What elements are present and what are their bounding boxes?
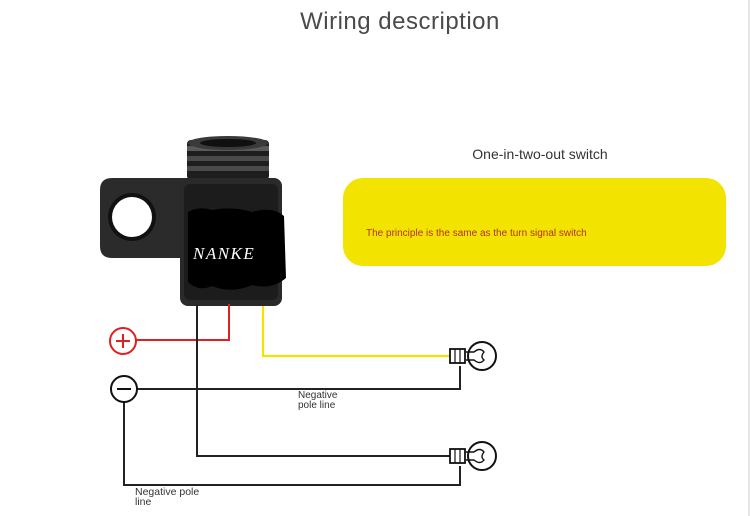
- negative-pole-label: Negative pole line: [135, 486, 200, 508]
- switch-body: [180, 178, 286, 306]
- page-title: Wiring description: [300, 8, 500, 35]
- negative-wire-lower: [123, 402, 461, 486]
- negative-pole-label: Negative pole line: [298, 390, 338, 411]
- negative-wire-upper: [136, 366, 461, 390]
- mounting-bracket: [100, 178, 190, 258]
- negative-terminal-icon: [110, 375, 138, 403]
- note-panel: The principle is the same as the turn si…: [343, 178, 726, 266]
- positive-wire: [136, 304, 230, 341]
- lamp-bulb-icon: [449, 341, 497, 371]
- threaded-neck: [187, 136, 269, 180]
- positive-terminal-icon: [109, 327, 137, 355]
- page-edge: [748, 0, 750, 516]
- note-text: The principle is the same as the turn si…: [366, 228, 587, 239]
- signal-wire: [261, 306, 450, 358]
- switch-type-label: One-in-two-out switch: [472, 146, 608, 162]
- lamp-bulb-icon: [449, 441, 497, 471]
- brand-logo: NANKE: [193, 244, 256, 263]
- mounting-hole: [112, 197, 152, 237]
- switch-output-wire: [196, 304, 450, 457]
